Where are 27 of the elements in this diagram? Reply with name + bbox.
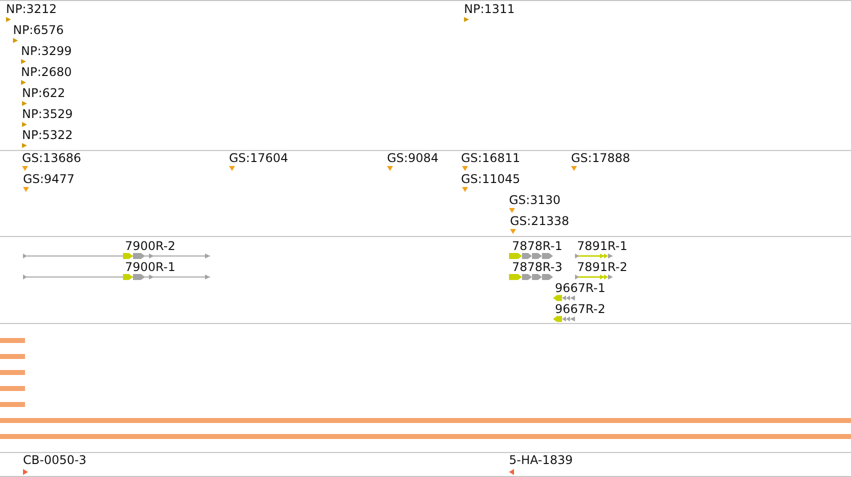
feature-label: NP:6576 (13, 22, 64, 36)
feature-label: 7878R-1 (512, 239, 562, 253)
feature-label: 7900R-1 (125, 260, 176, 274)
feature-label: CB-0050-3 (23, 452, 86, 466)
feature-label: NP:3212 (6, 2, 57, 16)
feature-label: NP:3299 (21, 44, 72, 58)
feature-label: GS:21338 (510, 214, 570, 228)
feature-label: NP:622 (22, 86, 66, 100)
feature-label: 9667R-1 (555, 281, 606, 295)
feature-label: 5-HA-1839 (509, 452, 573, 466)
feature-label: 7891R-2 (577, 260, 628, 274)
feature-label: 7900R-2 (125, 239, 176, 253)
feature-label: 7878R-3 (512, 260, 562, 274)
feature-label: GS:17604 (229, 151, 288, 165)
feature-label: 9667R-2 (555, 302, 606, 316)
feature-label: GS:17888 (571, 151, 630, 165)
feature-label: GS:9477 (23, 172, 74, 186)
feature-label: GS:11045 (461, 172, 520, 186)
feature-label: NP:5322 (22, 128, 73, 142)
feature-label: NP:3529 (22, 106, 73, 120)
feature-label: NP:2680 (21, 64, 72, 78)
feature-label: GS:13686 (22, 151, 82, 165)
feature-label: NP:1311 (464, 2, 515, 16)
feature-label: 7891R-1 (577, 239, 628, 253)
feature-label: GS:9084 (387, 151, 438, 165)
feature-label: GS:16811 (461, 151, 520, 165)
feature-label: GS:3130 (509, 193, 560, 207)
